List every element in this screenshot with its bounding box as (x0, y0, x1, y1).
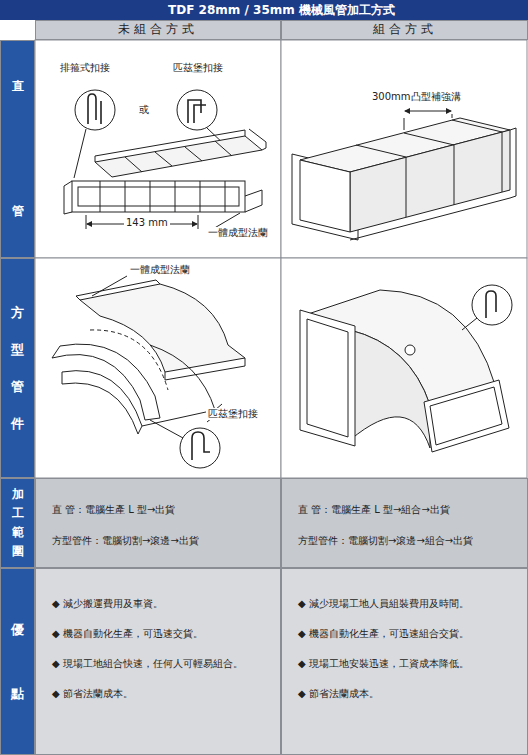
dimension-tick (86, 215, 198, 229)
cell-text: ◆ 現場工地組合快速，任何人可輕易組合。 (52, 657, 270, 670)
seam-profile (486, 291, 496, 318)
flange-inner (307, 319, 348, 437)
flange (76, 280, 245, 380)
part-label: 一體成型法蘭 (128, 264, 192, 276)
row-label-text: 加工範圍 (12, 485, 24, 561)
leader-line (92, 276, 127, 296)
part-label: 300mm凸型補強溝 (370, 91, 463, 103)
cell (281, 258, 527, 478)
leader-line (462, 318, 477, 330)
panel (52, 344, 160, 420)
flange-inner (430, 387, 502, 445)
cell-text: ◆ 現場工地安裝迅速，工資成本降低。 (298, 657, 517, 670)
cell-text: ◆ 機器自動化生產，可迅速交貨。 (52, 627, 270, 640)
callout-circle (177, 90, 217, 130)
header-text: 未組合方式 (118, 22, 198, 38)
hole (405, 345, 415, 355)
hidden-line (90, 330, 168, 390)
part-label: 或 (137, 104, 151, 116)
seam-profile (88, 94, 101, 124)
header-band (0, 0, 528, 20)
fitting-assembled (300, 285, 512, 452)
row-label-text: 方型管件 (11, 294, 24, 442)
part-label: 匹茲堡扣接 (171, 62, 225, 74)
reinforcing-groove (356, 120, 502, 217)
advantage-cell: ◆ 減少現場工地人員組裝費用及時間。 ◆ 機器自動化生產，可迅速組合交貨。 ◆ 現場… (281, 568, 528, 755)
row-label: 加工範圍 (0, 478, 35, 568)
cell (281, 40, 527, 258)
flange (350, 128, 516, 240)
callout-circle (180, 428, 220, 468)
duct-assembled (292, 111, 516, 240)
duct-side (350, 130, 510, 232)
channel-rib (100, 181, 225, 212)
flange (424, 380, 509, 452)
part-label: 143 mm (124, 217, 170, 229)
channel-inner (78, 187, 239, 206)
fitting-parts (52, 276, 245, 468)
plate-lip (95, 129, 266, 162)
column-header: 未組合方式 (35, 20, 281, 40)
plate-rib (125, 141, 232, 172)
panel-edge (62, 372, 222, 434)
page-title: TDF 28mm / 35mm 機械風管加工方式 (35, 0, 528, 20)
leader-line (150, 418, 212, 438)
row-label: 直管 (0, 40, 35, 258)
part-label: 匹茲堡扣接 (206, 408, 260, 420)
cell-text: 方型管件：電腦切割→滾邊→組合→出貨 (298, 534, 517, 547)
dimension-tick (404, 114, 452, 130)
seam-profile (192, 432, 210, 460)
callout-circle (472, 285, 512, 325)
duct-parts (64, 90, 266, 233)
cell (35, 258, 281, 478)
row-label: 優點 (0, 568, 35, 755)
cell-text: 直 管：電腦生產 L 型→出貨 (52, 503, 270, 516)
duct-front (300, 160, 350, 232)
cell (35, 40, 281, 258)
channel (72, 181, 245, 212)
advantage-cell: ◆ 減少搬運費用及車資。 ◆ 機器自動化生產，可迅速交貨。 ◆ 現場工地組合快速，任… (35, 568, 281, 755)
part-label: 一體成型法蘭 (206, 227, 270, 239)
row-label: 方型管件 (0, 258, 35, 478)
cell-text: 直 管：電腦生產 L 型→組合→出貨 (298, 503, 517, 516)
row-label-text: 直管 (12, 24, 24, 274)
seam-profile (188, 100, 206, 123)
flange (64, 181, 262, 214)
cell-text: ◆ 節省法蘭成本。 (298, 687, 517, 700)
cell-text: ◆ 節省法蘭成本。 (52, 687, 270, 700)
row-label-text: 優點 (11, 598, 24, 726)
process-cell: 直 管：電腦生產 L 型→組合→出貨方型管件：電腦切割→滾邊→組合→出貨 (281, 478, 528, 568)
cell-text: 方型管件：電腦切割→滾邊→出貨 (52, 534, 270, 547)
cell-text: ◆ 機器自動化生產，可迅速組合交貨。 (298, 627, 517, 640)
column-header: 組合方式 (281, 20, 528, 40)
part-label: 排箍式扣接 (58, 62, 112, 74)
cell-text: ◆ 減少現場工地人員組裝費用及時間。 (298, 597, 517, 610)
flange (300, 310, 355, 446)
cell-text: ◆ 減少搬運費用及車資。 (52, 597, 270, 610)
callout-circle (75, 90, 115, 130)
header-text: 組合方式 (373, 22, 437, 38)
elbow-side (350, 330, 430, 448)
process-cell: 直 管：電腦生產 L 型→出貨方型管件：電腦切割→滾邊→出貨 (35, 478, 281, 568)
dimension-line (405, 111, 451, 112)
plate (95, 136, 262, 177)
panel (62, 345, 215, 426)
